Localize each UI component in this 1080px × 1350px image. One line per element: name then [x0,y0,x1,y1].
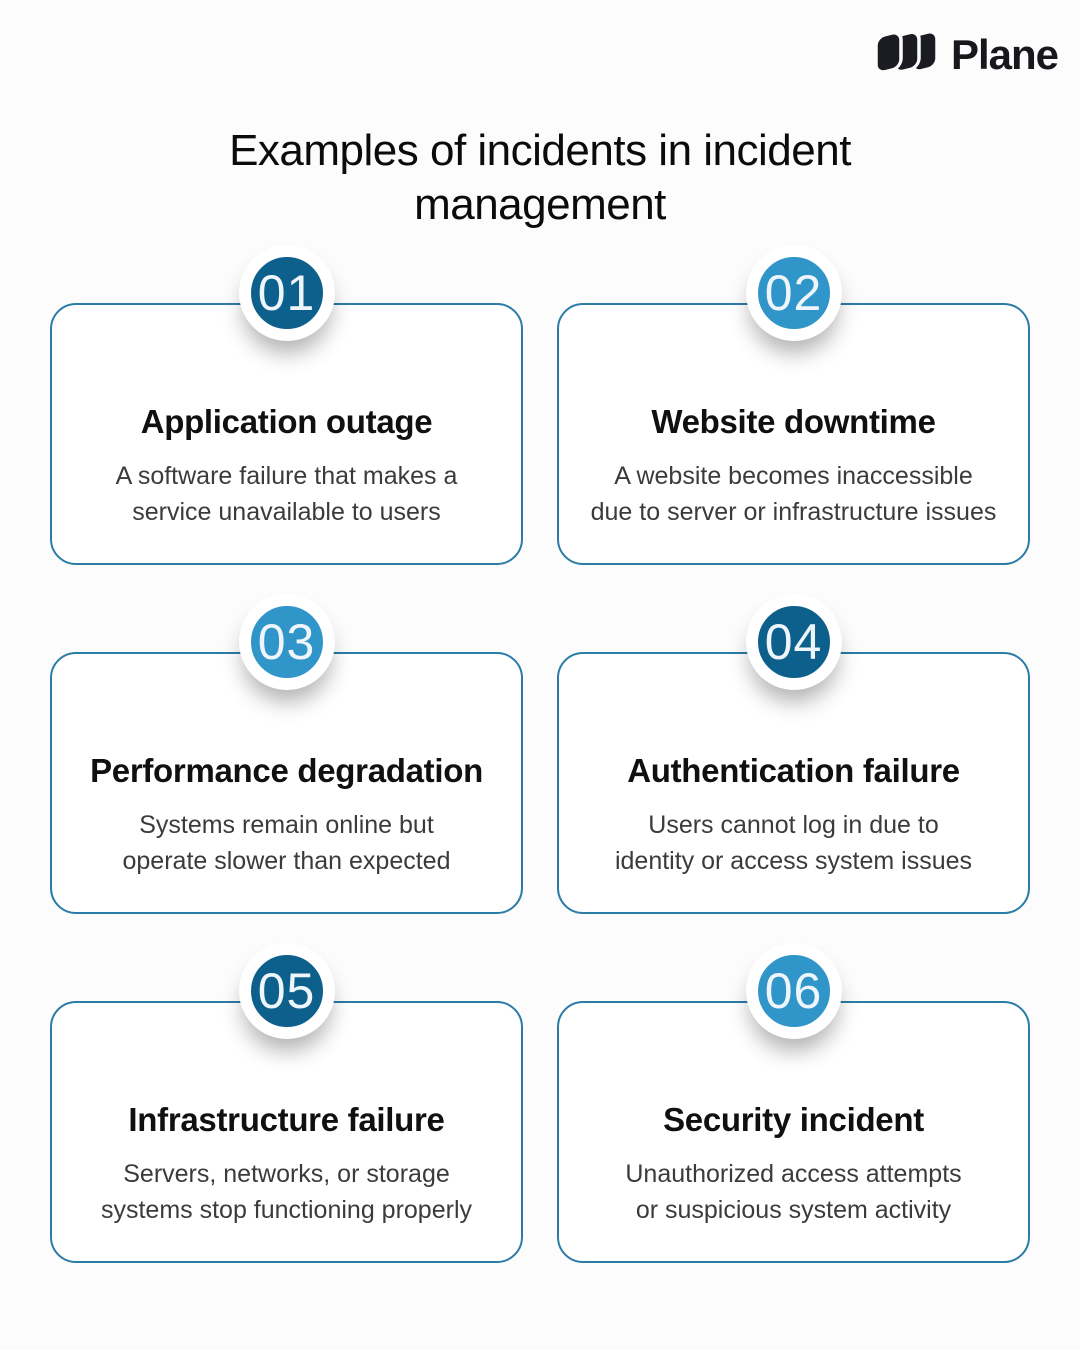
number-circle: 04 [745,594,842,690]
incident-card: 05 Infrastructure failure Servers, netwo… [50,943,523,1263]
card-body: Infrastructure failure Servers, networks… [52,1003,521,1228]
card-title: Performance degradation [90,752,483,789]
card-title: Infrastructure failure [128,1101,445,1138]
number-circle: 01 [238,245,335,341]
card-number: 01 [257,265,316,321]
card-title: Authentication failure [627,752,960,789]
card-number: 04 [764,614,823,670]
card-title: Application outage [140,403,433,440]
number-circle: 05 [238,943,335,1039]
card-number: 05 [257,963,316,1019]
card-title: Website downtime [651,403,936,440]
incident-card: 04 Authentication failure Users cannot l… [557,594,1030,914]
card-title: Security incident [663,1101,924,1138]
incident-card: 02 Website downtime A website becomes in… [557,245,1030,565]
card-description: A software failure that makes a service … [115,462,458,526]
card-body: Performance degradation Systems remain o… [52,654,521,879]
plane-logo-mark-icon [873,24,941,85]
card-description: A website becomes inaccessible due to se… [590,462,997,526]
card-body: Application outage A software failure th… [52,305,521,530]
number-circle: 03 [238,594,335,690]
card-body: Authentication failure Users cannot log … [559,654,1028,879]
incident-card: 03 Performance degradation Systems remai… [50,594,523,914]
card-description: Unauthorized access attempts or suspicio… [625,1160,962,1224]
card-number: 06 [764,963,823,1019]
card-number: 03 [257,614,316,670]
plane-logo: Plane [873,24,1059,85]
page-title: Examples of incidents in incident manage… [229,126,851,229]
card-description: Systems remain online but operate slower… [122,811,451,875]
card-description: Users cannot log in due to identity or a… [614,811,973,875]
incident-card: 01 Application outage A software failure… [50,245,523,565]
plane-logo-text: Plane [950,30,1059,78]
card-number: 02 [764,265,823,321]
card-description: Servers, networks, or storage systems st… [100,1160,472,1224]
card-body: Website downtime A website becomes inacc… [559,305,1028,530]
card-body: Security incident Unauthorized access at… [559,1003,1028,1228]
number-circle: 02 [745,245,842,341]
cards-grid: 01 Application outage A software failure… [50,245,1030,1263]
incident-card: 06 Security incident Unauthorized access… [557,943,1030,1263]
number-circle: 06 [745,943,842,1039]
